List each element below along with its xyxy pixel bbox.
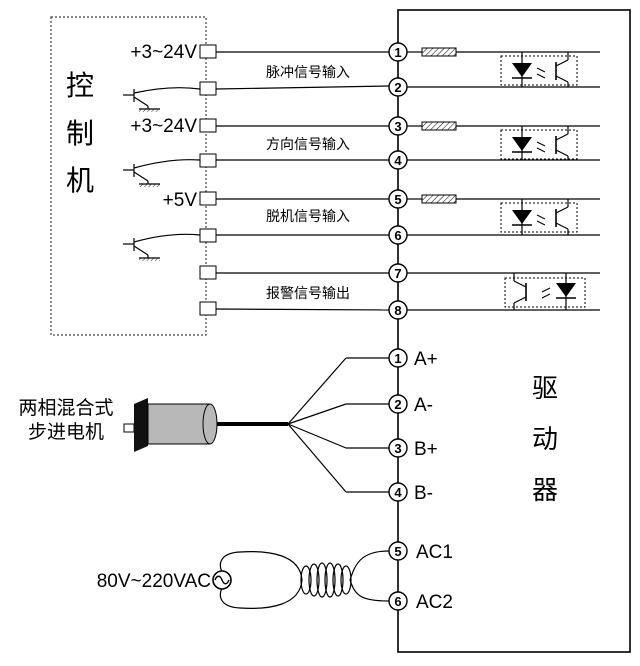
motor-label-line1: 两相混合式 <box>18 397 113 419</box>
transistor-ground-symbol <box>123 233 201 261</box>
signal-label-alarm: 报警信号输出 <box>266 286 350 302</box>
motor-terminal: 2 A- <box>388 394 433 416</box>
motor-label-line2: 步进电机 <box>28 421 104 443</box>
motor-terminal: 4 B- <box>388 482 433 504</box>
power-terminal-name: AC2 <box>416 592 453 613</box>
control-terminal: 7 <box>388 263 408 283</box>
controller-terminal <box>199 81 217 96</box>
svg-text:3: 3 <box>394 441 401 456</box>
resistor <box>421 121 457 131</box>
svg-text:4: 4 <box>394 485 402 500</box>
driver-title-char-2: 动 <box>532 425 558 455</box>
motor-terminal-name: B- <box>414 483 433 504</box>
svg-text:5: 5 <box>394 544 401 559</box>
controller-box <box>50 16 207 336</box>
stepper-motor-icon <box>123 398 218 452</box>
svg-text:2: 2 <box>394 80 401 95</box>
controller-title-char-3: 机 <box>66 164 94 197</box>
optocoupler <box>504 273 586 310</box>
supply-label-enable: +5V <box>163 190 198 211</box>
controller-terminal <box>199 265 217 280</box>
motor-terminal: 3 B+ <box>388 438 438 460</box>
controller-terminal <box>199 153 217 168</box>
controller-terminal <box>199 191 217 206</box>
power-terminal-name: AC1 <box>416 542 453 563</box>
optocoupler <box>500 199 578 235</box>
optocoupler <box>500 126 578 160</box>
control-terminal: 5 <box>388 189 408 209</box>
svg-text:2: 2 <box>394 397 401 412</box>
resistor <box>421 194 457 204</box>
controller-title-char-2: 制 <box>66 117 94 150</box>
control-terminal: 2 <box>388 77 408 97</box>
power-terminal: 5 AC1 <box>388 541 453 563</box>
supply-label-direction: +3~24V <box>130 116 197 137</box>
controller-terminal <box>199 44 217 59</box>
svg-text:6: 6 <box>394 228 401 243</box>
svg-text:4: 4 <box>394 153 402 168</box>
control-wires <box>215 51 390 311</box>
ac-power-label: 80V~220VAC <box>97 571 211 592</box>
control-terminal: 3 <box>388 116 408 136</box>
controller-title-char-1: 控 <box>66 69 94 102</box>
ac-power-wires <box>219 550 390 609</box>
power-terminal: 6 AC2 <box>388 591 453 613</box>
svg-text:8: 8 <box>394 303 401 318</box>
motor-wires <box>287 357 389 493</box>
svg-text:1: 1 <box>394 351 401 366</box>
transistor-ground-symbol <box>123 87 201 112</box>
signal-label-enable: 脱机信号输入 <box>266 209 350 225</box>
control-terminal: 4 <box>388 150 408 170</box>
internal-wiring <box>407 51 600 311</box>
signal-label-direction: 方向信号输入 <box>266 137 350 153</box>
controller-terminal <box>199 301 217 316</box>
ac-source-icon <box>212 570 232 590</box>
driver-box <box>397 9 631 653</box>
svg-text:5: 5 <box>394 192 401 207</box>
motor-terminal-name: A+ <box>414 349 438 370</box>
control-terminal: 8 <box>388 300 408 320</box>
driver-title-char-1: 驱 <box>532 374 558 404</box>
motor-terminal-name: B+ <box>414 439 438 460</box>
resistor <box>421 47 457 57</box>
controller-terminal <box>199 228 217 243</box>
control-terminal: 6 <box>388 225 408 245</box>
svg-text:3: 3 <box>394 119 401 134</box>
twisted-coil-icon <box>300 562 352 598</box>
optocoupler <box>500 52 578 87</box>
driver-title-char-3: 器 <box>532 476 558 506</box>
transistor-ground-symbol <box>123 159 201 187</box>
controller-terminals <box>199 44 217 316</box>
supply-label-pulse: +3~24V <box>130 42 197 63</box>
svg-text:1: 1 <box>394 45 401 60</box>
svg-text:7: 7 <box>394 266 401 281</box>
svg-text:6: 6 <box>394 594 401 609</box>
controller-terminal <box>199 118 217 133</box>
motor-terminal-name: A- <box>414 395 433 416</box>
motor-terminal: 1 A+ <box>388 348 438 370</box>
control-terminal: 1 <box>388 42 408 62</box>
signal-label-pulse: 脉冲信号输入 <box>266 65 350 81</box>
